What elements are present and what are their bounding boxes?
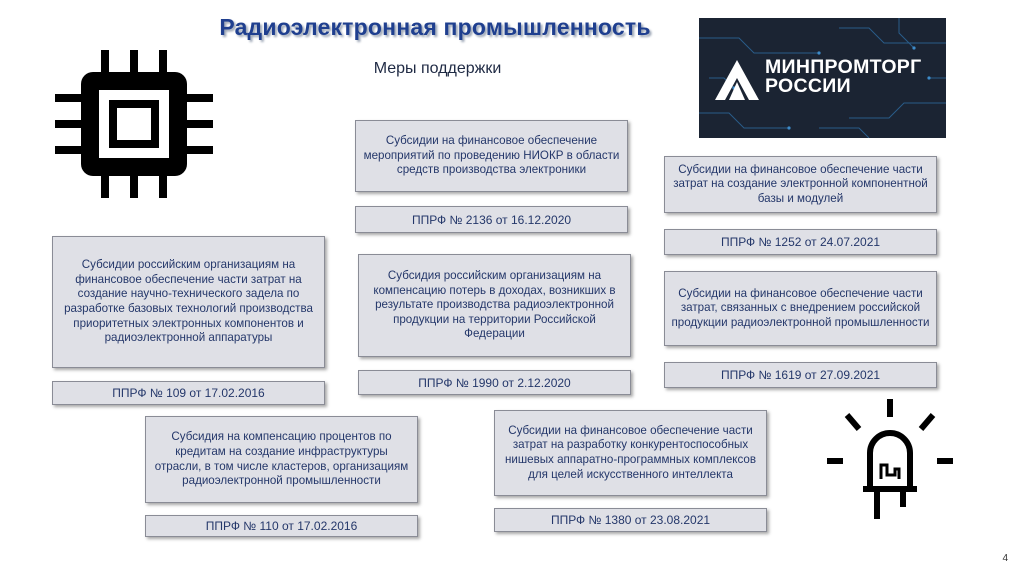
page-title: Радиоэлектронная промышленность (219, 14, 651, 40)
measure-niokr-text: Субсидии на финансовое обеспечение мероп… (355, 120, 628, 192)
measure-dohody-ref: ППРФ № 1990 от 2.12.2020 (358, 370, 631, 395)
measure-vnedrenie-ref: ППРФ № 1619 от 27.09.2021 (664, 362, 937, 388)
page-subtitle: Меры поддержки (373, 60, 502, 77)
measure-zadel-ref: ППРФ № 109 от 17.02.2016 (52, 381, 325, 405)
measure-vnedrenie-text: Субсидии на финансовое обеспечение части… (664, 271, 937, 346)
minpromtorg-logo-icon (715, 60, 759, 100)
measure-kredity-text: Субсидия на компенсацию процентов по кре… (145, 416, 418, 503)
measure-ii-text: Субсидии на финансовое обеспечение части… (494, 410, 767, 496)
minpromtorg-logo: МИНПРОМТОРГ РОССИИ (699, 18, 946, 138)
measure-ii-ref: ППРФ № 1380 от 23.08.2021 (494, 508, 767, 532)
logo-line-2: РОССИИ (765, 75, 851, 97)
page-number: 4 (1002, 553, 1008, 564)
logo-line-1: МИНПРОМТОРГ (765, 56, 922, 78)
measure-ekb-ref: ППРФ № 1252 от 24.07.2021 (664, 229, 937, 255)
measure-dohody-text: Субсидия российским организациям на комп… (358, 254, 631, 357)
measure-niokr-ref: ППРФ № 2136 от 16.12.2020 (355, 206, 628, 233)
measure-zadel-text: Субсидии российским организациям на фина… (52, 236, 325, 368)
led-bulb-icon (823, 397, 957, 523)
measure-ekb-text: Субсидии на финансовое обеспечение части… (664, 156, 937, 213)
measure-kredity-ref: ППРФ № 110 от 17.02.2016 (145, 515, 418, 537)
microchip-icon (55, 50, 213, 198)
